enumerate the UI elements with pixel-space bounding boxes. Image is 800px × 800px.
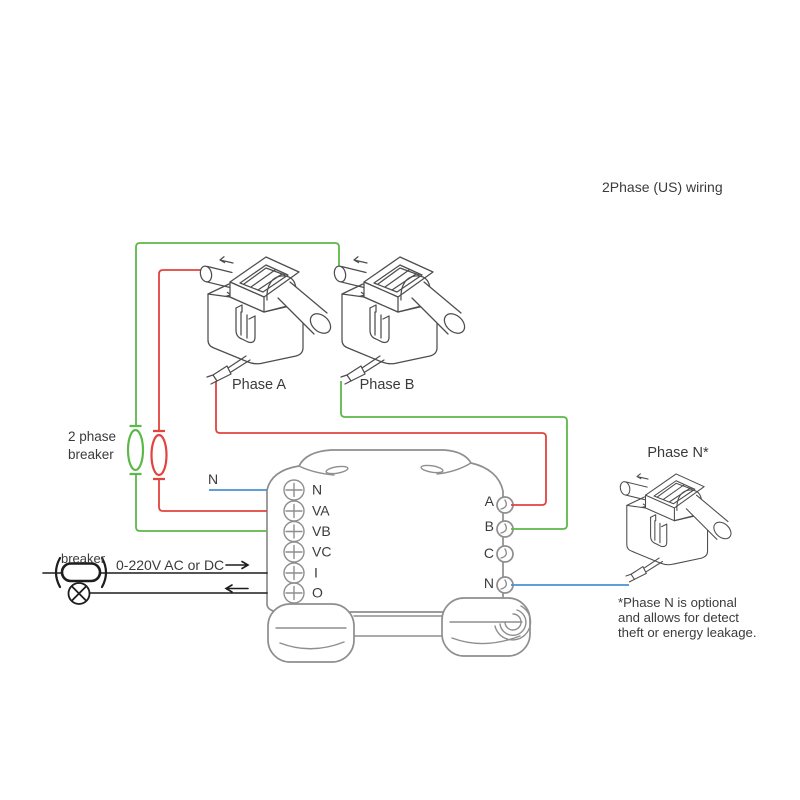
wire-green-top-loop bbox=[135, 242, 340, 426]
wire-red-ct-to-a bbox=[215, 381, 547, 506]
meter-device bbox=[266, 449, 532, 663]
terminal-label-i: I bbox=[314, 565, 318, 581]
screw-terminal bbox=[283, 541, 305, 563]
two-phase-breaker-symbol bbox=[126, 424, 168, 481]
arrow-out-icon bbox=[224, 584, 249, 593]
supply-voltage-label: 0-220V AC or DC bbox=[116, 557, 224, 573]
note-line3: theft or energy leakage. bbox=[618, 625, 757, 640]
device-dome-creases bbox=[298, 462, 472, 476]
screw-terminal bbox=[283, 479, 305, 501]
breaker-label: breaker bbox=[61, 551, 106, 566]
arrow-in-icon bbox=[225, 560, 250, 570]
device-foot-right bbox=[441, 597, 531, 657]
antenna-coil bbox=[494, 605, 532, 641]
terminal-label-va: VA bbox=[312, 503, 330, 519]
ct-phase-a bbox=[198, 256, 336, 385]
two-phase-breaker-label-line2: breaker bbox=[68, 447, 114, 462]
clamp-terminal bbox=[496, 496, 514, 514]
wire-red-to-va bbox=[158, 479, 267, 512]
screw-terminal bbox=[283, 582, 305, 604]
wire-red-to-ct-a bbox=[158, 269, 206, 430]
clamp-terminal bbox=[496, 576, 514, 594]
right-terminal-clamps bbox=[496, 496, 514, 594]
device-slot-left bbox=[325, 465, 349, 475]
terminal-label-n-right: N bbox=[484, 575, 494, 591]
screw-terminal bbox=[283, 562, 305, 584]
device-slot-right bbox=[420, 464, 444, 474]
terminal-label-vc: VC bbox=[312, 544, 331, 560]
two-phase-breaker-label-line1: 2 phase bbox=[68, 429, 116, 444]
terminal-label-o: O bbox=[312, 585, 323, 601]
device-foot-left bbox=[267, 603, 355, 663]
clamp-terminal bbox=[496, 520, 514, 538]
screw-terminal bbox=[283, 500, 305, 522]
device-bar bbox=[353, 615, 443, 637]
terminal-label-a: A bbox=[485, 493, 495, 509]
terminal-label-n: N bbox=[312, 482, 322, 498]
note-line2: and allows for detect bbox=[618, 610, 739, 625]
wire-green-ct-to-b bbox=[340, 381, 568, 530]
fuse-green bbox=[126, 428, 145, 472]
terminal-label-vb: VB bbox=[312, 523, 331, 539]
fuse-red bbox=[150, 433, 168, 477]
supply-circuit bbox=[42, 556, 268, 605]
neutral-in-label: N bbox=[208, 471, 218, 487]
left-terminal-screws bbox=[283, 479, 305, 604]
note-line1: *Phase N is optional bbox=[618, 595, 737, 610]
breaker-symbol bbox=[60, 562, 102, 583]
clamp-terminal bbox=[496, 545, 514, 563]
ct-phase-n bbox=[618, 473, 735, 583]
wire-green-to-vb bbox=[135, 474, 267, 532]
screw-terminal bbox=[283, 520, 305, 543]
terminal-label-b: B bbox=[485, 518, 494, 534]
breaker-arc-left bbox=[54, 556, 62, 589]
diagram-title: 2Phase (US) wiring bbox=[602, 179, 723, 195]
terminal-label-c: C bbox=[484, 545, 494, 561]
ct-phase-b bbox=[332, 256, 470, 385]
phase-n-label: Phase N* bbox=[647, 445, 709, 461]
breaker-arc-right bbox=[100, 556, 108, 589]
phase-a-label: Phase A bbox=[232, 377, 286, 393]
phase-b-label: Phase B bbox=[360, 377, 415, 393]
